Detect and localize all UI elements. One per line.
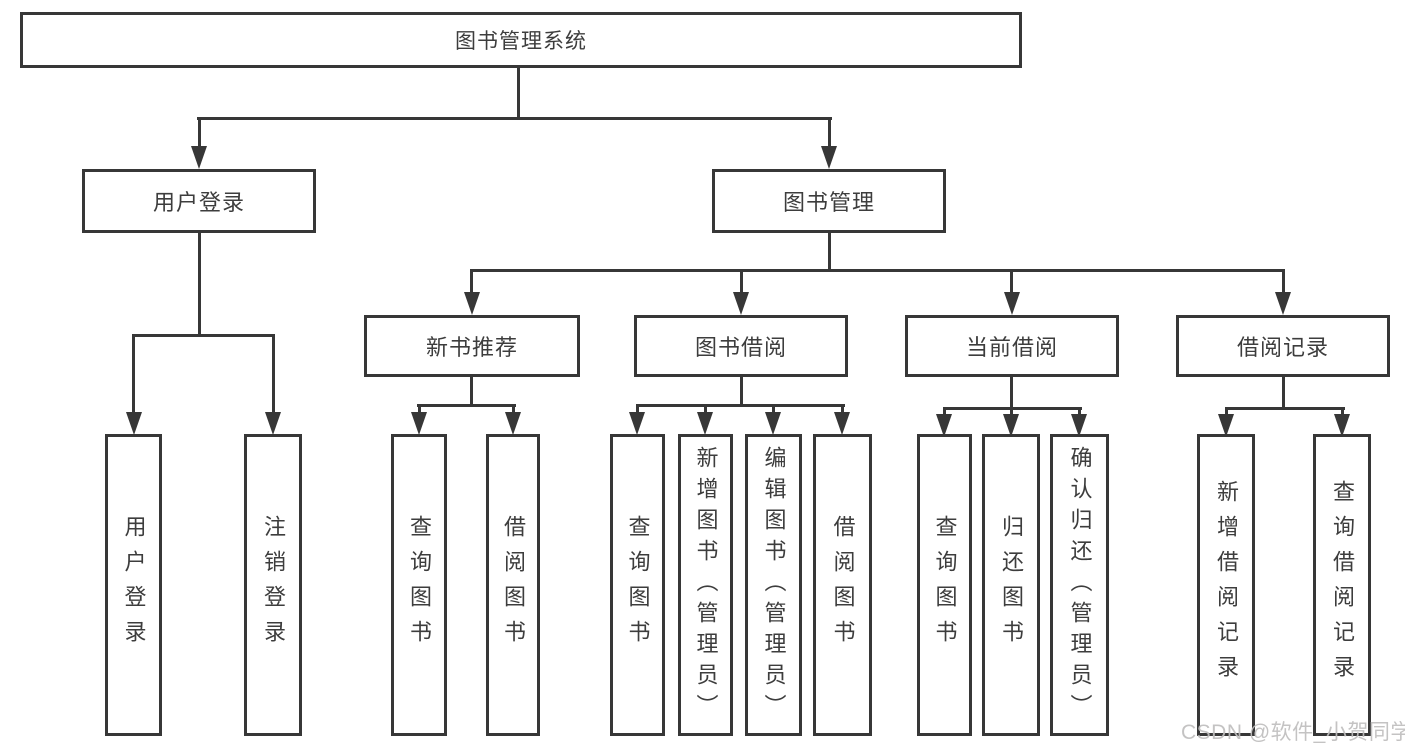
connector-line	[772, 404, 775, 414]
connector-line	[197, 117, 832, 120]
leaf-bb-edit-books: 编辑图书（管理员）	[745, 434, 802, 736]
connector-line	[470, 269, 473, 293]
leaf-bb-add-books: 新增图书（管理员）	[678, 434, 733, 736]
connector-line	[417, 404, 516, 407]
connector-line	[1225, 407, 1228, 415]
node-user-login: 用户登录	[82, 169, 316, 233]
connector-line	[828, 233, 831, 272]
arrow-down-icon	[1334, 414, 1350, 437]
connector-line	[198, 117, 201, 147]
connector-line	[1225, 407, 1345, 410]
arrow-down-icon	[505, 412, 521, 435]
arrow-down-icon	[1003, 414, 1019, 437]
connector-line	[470, 269, 1285, 272]
connector-line	[512, 404, 515, 414]
leaf-rec-query-books: 查询图书	[391, 434, 447, 736]
connector-line	[1282, 269, 1285, 293]
node-book-borrow: 图书借阅	[634, 315, 848, 377]
leaf-rec-borrow-books: 借阅图书	[486, 434, 540, 736]
connector-line	[198, 233, 201, 337]
arrow-down-icon	[191, 146, 207, 169]
node-new-book-rec: 新书推荐	[364, 315, 580, 377]
connector-line	[704, 404, 707, 414]
connector-line	[132, 334, 135, 413]
leaf-bb-query-books: 查询图书	[610, 434, 665, 736]
connector-line	[841, 404, 844, 414]
connector-line	[1010, 269, 1013, 293]
connector-line	[943, 407, 946, 415]
connector-line	[1282, 377, 1285, 410]
connector-line	[636, 404, 639, 414]
connector-line	[740, 377, 743, 407]
arrow-down-icon	[821, 146, 837, 169]
arrow-down-icon	[765, 412, 781, 435]
arrow-down-icon	[1275, 292, 1291, 315]
leaf-br-add-record: 新增借阅记录	[1197, 434, 1255, 736]
leaf-cb-confirm-return: 确认归还（管理员）	[1050, 434, 1109, 736]
leaf-logout: 注销登录	[244, 434, 302, 736]
connector-line	[1010, 377, 1013, 410]
connector-line	[132, 334, 275, 337]
arrow-down-icon	[126, 412, 142, 435]
connector-line	[418, 404, 421, 414]
arrow-down-icon	[411, 412, 427, 435]
arrow-down-icon	[1218, 414, 1234, 437]
node-book-mgmt: 图书管理	[712, 169, 946, 233]
node-current-borrow: 当前借阅	[905, 315, 1119, 377]
connector-line	[636, 404, 845, 407]
arrow-down-icon	[629, 412, 645, 435]
node-root: 图书管理系统	[20, 12, 1022, 68]
arrow-down-icon	[936, 414, 952, 437]
arrow-down-icon	[1004, 292, 1020, 315]
leaf-bb-borrow-books: 借阅图书	[813, 434, 872, 736]
arrow-down-icon	[1071, 414, 1087, 437]
connector-line	[1078, 407, 1081, 415]
connector-line	[740, 269, 743, 293]
connector-line	[1010, 407, 1013, 415]
connector-line	[470, 377, 473, 407]
connector-line	[828, 117, 831, 147]
arrow-down-icon	[834, 412, 850, 435]
leaf-cb-query-books: 查询图书	[917, 434, 972, 736]
connector-line	[1341, 407, 1344, 415]
leaf-br-query-record: 查询借阅记录	[1313, 434, 1371, 736]
leaf-user-login: 用户登录	[105, 434, 162, 736]
csdn-watermark: CSDN @软件_小贺同学	[1181, 721, 1405, 744]
connector-line	[517, 67, 520, 119]
connector-line	[272, 334, 275, 413]
leaf-cb-return-books: 归还图书	[982, 434, 1040, 736]
arrow-down-icon	[697, 412, 713, 435]
arrow-down-icon	[733, 292, 749, 315]
node-borrow-records: 借阅记录	[1176, 315, 1390, 377]
arrow-down-icon	[265, 412, 281, 435]
arrow-down-icon	[464, 292, 480, 315]
